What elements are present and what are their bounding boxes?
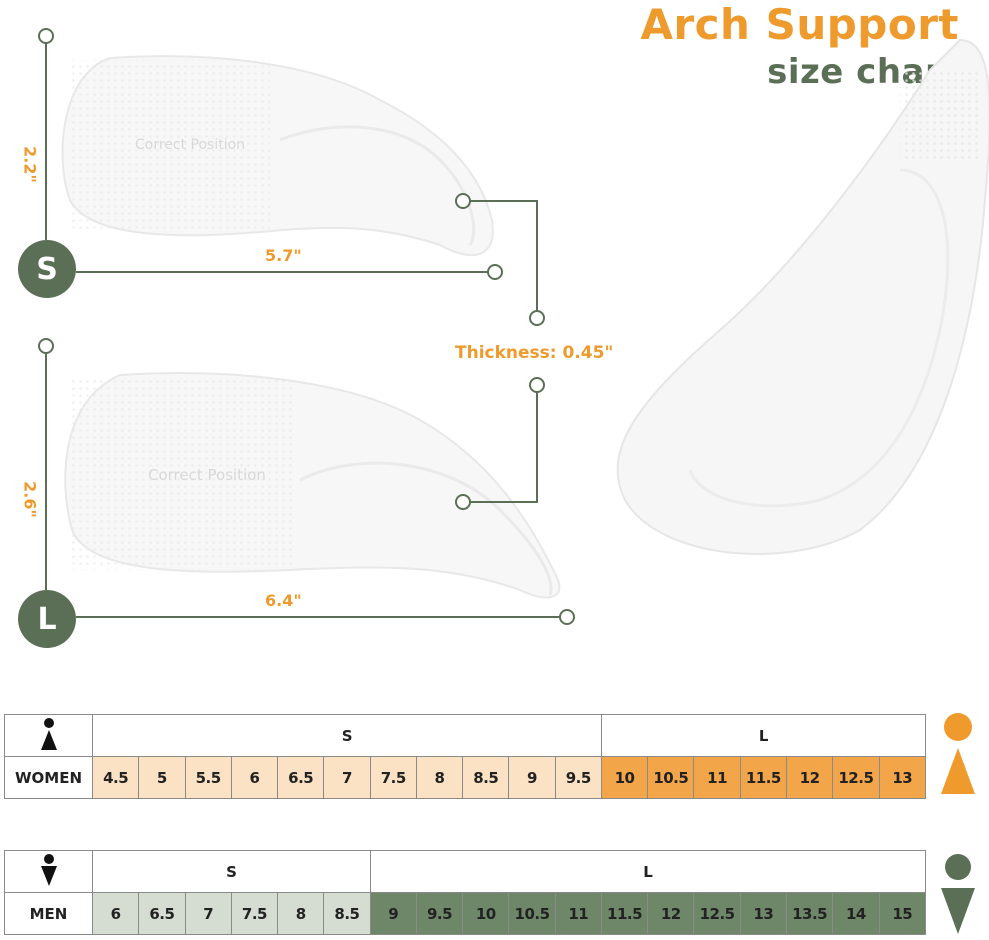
men-size-cell: 8.5 [323,892,371,935]
women-size-cell: 13 [878,756,927,799]
women-size-cell: 9 [508,756,556,799]
women-size-cell: 10.5 [647,756,695,799]
man-icon [40,853,57,886]
large-insole [64,372,561,599]
men-size-cell: 12 [647,892,695,935]
women-size-cell: 8.5 [462,756,510,799]
women-size-cell: 11 [693,756,741,799]
men-size-cell: 10 [462,892,510,935]
women-size-cell: 12 [785,756,834,799]
women-size-cell: 8 [415,756,464,799]
men-size-cell: 14 [832,892,880,935]
men-size-cell: 7 [184,892,232,935]
woman-icon-cell [4,714,93,757]
small-length-label: 5.7" [265,246,302,265]
men-size-cell: 9 [369,892,417,935]
men-size-cell: 11 [554,892,602,935]
men-size-cell: 13.5 [785,892,834,935]
men-size-cell: 9.5 [415,892,464,935]
size-l-badge: L [18,590,76,648]
women-row-label: WOMEN [4,756,93,799]
men-size-table: S L MEN 6 6.5 7 7.5 8 8.5 9 9.5 10 10.5 … [4,850,927,935]
women-size-cell: 7.5 [369,756,417,799]
woman-icon [941,713,975,794]
men-size-cell: 6.5 [138,892,186,935]
women-size-cell: 9.5 [554,756,602,799]
men-size-cell: 7.5 [230,892,279,935]
small-insole [61,55,494,257]
man-icon [941,854,975,934]
men-size-cell: 12.5 [693,892,741,935]
men-size-cell: 11.5 [600,892,649,935]
small-insole-text: Correct Position [135,137,246,153]
women-size-cell: 4.5 [91,756,140,799]
women-size-cell: 6.5 [277,756,325,799]
small-height-label: 2.2" [20,146,40,183]
women-l-header: L [600,714,927,757]
men-size-cell: 8 [277,892,325,935]
thickness-label: Thickness: 0.45" [455,343,614,363]
large-length-label: 6.4" [265,591,302,610]
women-size-cell: 5.5 [184,756,232,799]
woman-icon [40,717,57,750]
man-icon-cell [4,850,93,893]
men-size-cell: 13 [739,892,787,935]
dimension-lines [38,28,575,625]
men-size-cell: 6 [91,892,140,935]
chart-title: Arch Support [640,0,959,49]
men-s-header: S [92,850,371,893]
large-insole-text: Correct Position [148,466,266,484]
men-l-header: L [369,850,927,893]
women-size-cell: 11.5 [739,756,787,799]
men-row-label: MEN [4,892,93,935]
size-s-badge: S [18,240,76,298]
women-size-cell: 12.5 [832,756,880,799]
women-size-cell: 6 [230,756,279,799]
men-size-cell: 10.5 [508,892,556,935]
women-size-cell: 5 [138,756,186,799]
women-s-header: S [92,714,602,757]
women-size-cell: 7 [323,756,371,799]
men-size-cell: 15 [878,892,927,935]
insole-illustration [38,28,989,625]
large-insole-closeup [616,38,989,555]
women-size-cell: 10 [600,756,649,799]
large-height-label: 2.6" [20,481,40,518]
women-size-table: S L WOMEN 4.5 5 5.5 6 6.5 7 7.5 8 8.5 9 … [4,714,927,799]
